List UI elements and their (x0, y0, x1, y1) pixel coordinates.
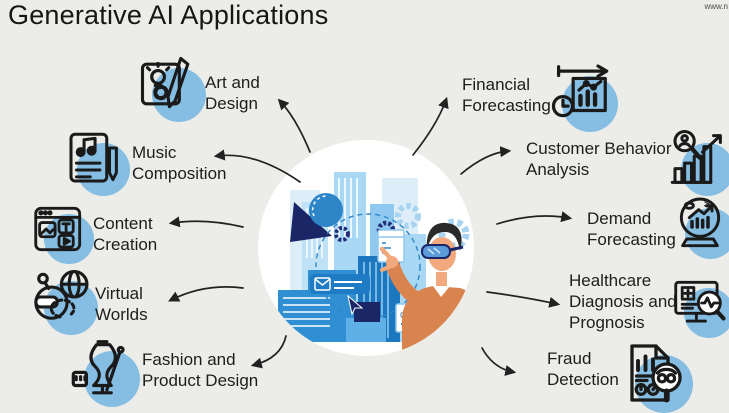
music-composition-icon (60, 126, 130, 196)
cursor-arrow (347, 294, 364, 316)
label-line: Fashion and (142, 350, 236, 369)
label-line: Demand (587, 209, 652, 228)
item-label: Art and Design (205, 72, 260, 114)
fashion-design-icon (66, 333, 140, 407)
item-label: Content Creation (93, 213, 157, 255)
label-line: Fraud (547, 349, 592, 368)
item-label: Customer Behavior Analysis (526, 138, 672, 180)
label-line: Prognosis (569, 313, 645, 332)
label-line: Design (205, 94, 258, 113)
email-notification-chip (310, 274, 370, 294)
label-line: Forecasting (587, 230, 676, 249)
demand-forecasting-icon: $ (668, 191, 729, 259)
label-line: Art and (205, 73, 260, 92)
arrow-to-content-creation (168, 216, 244, 228)
arrow-to-fraud-detection (481, 347, 517, 376)
label-line: Forecasting (462, 96, 551, 115)
label-line: Creation (93, 235, 158, 254)
watermark-url: www.n (704, 2, 728, 11)
label-line: Detection (547, 370, 619, 389)
label-line: Healthcare (569, 271, 652, 290)
label-line: Financial (462, 75, 531, 94)
item-label: Fraud Detection (547, 348, 619, 390)
virtual-worlds-icon (26, 263, 98, 335)
fraud-detection-icon (617, 337, 693, 413)
content-creation-icon (28, 198, 94, 264)
arrow-to-demand-forecasting (496, 211, 573, 225)
label-line: Analysis (526, 160, 590, 179)
label-line: Virtual (95, 284, 143, 303)
item-label: Healthcare Diagnosis and Prognosis (569, 270, 677, 333)
page-title: Generative AI Applications (8, 0, 329, 30)
item-label: Virtual Worlds (95, 283, 148, 325)
label-line: Content (93, 214, 153, 233)
vr-person-city-illustration: C (258, 140, 474, 356)
item-label: Financial Forecasting (462, 74, 551, 116)
label-line: Composition (132, 164, 227, 183)
label-line: Diagnosis and (569, 292, 677, 311)
art-design-icon (134, 50, 206, 122)
financial-forecasting-icon (544, 58, 618, 132)
arrow-to-healthcare-diagnosis (486, 291, 561, 308)
arrow-to-virtual-worlds (168, 286, 244, 302)
label-line: Worlds (95, 305, 148, 324)
customer-behavior-icon (664, 126, 729, 196)
item-label: Music Composition (132, 142, 227, 184)
item-label: Fashion and Product Design (142, 349, 258, 391)
svg-text:$: $ (704, 198, 710, 210)
vr-headset (421, 244, 451, 259)
hair (426, 222, 462, 251)
item-label: Demand Forecasting (587, 208, 676, 250)
label-line: Customer Behavior (526, 139, 672, 158)
healthcare-diagnosis-icon (668, 272, 729, 338)
label-line: Product Design (142, 371, 259, 390)
label-line: Music (132, 143, 177, 162)
